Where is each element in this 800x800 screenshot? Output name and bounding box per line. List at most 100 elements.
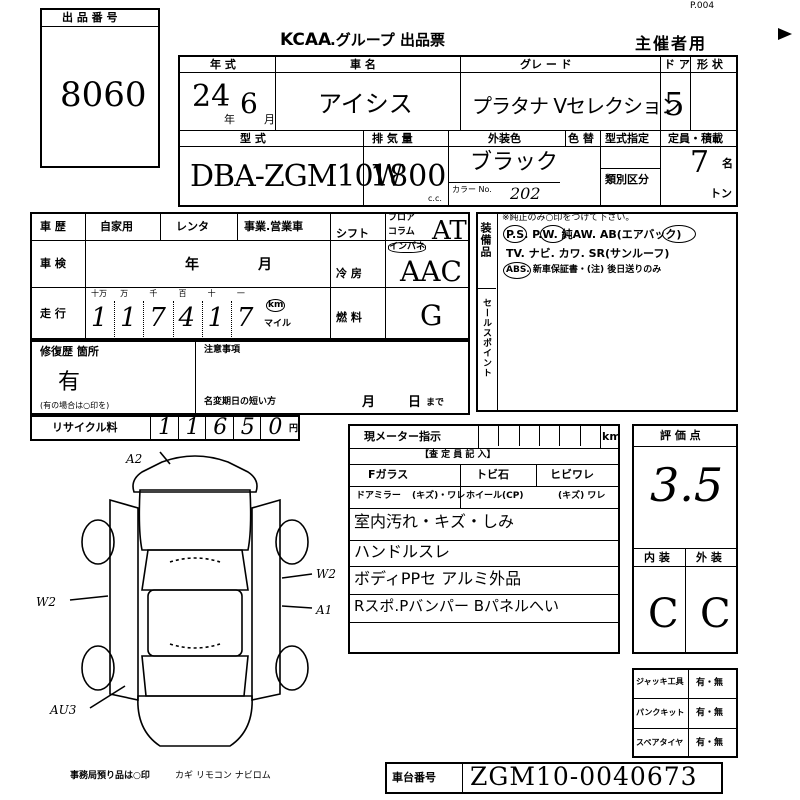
shift-value: AT — [432, 216, 467, 246]
grade-header: グレ ー ド — [520, 58, 572, 71]
sales-point-label: セールスポイント — [481, 298, 491, 378]
wheel-label: ホイール(CP) — [466, 491, 524, 501]
notes-label: 注意事項 — [204, 345, 241, 355]
month-suffix: 月 — [264, 113, 275, 126]
displacement-header: 排 気 量 — [372, 132, 413, 145]
chassis-number-box — [385, 762, 723, 794]
recycle-digit-3: 5 — [240, 415, 255, 440]
shift-column: コラム — [388, 227, 415, 237]
mileage-unit-4: 十 — [207, 289, 216, 298]
mark-w2-right: W2 — [316, 567, 336, 581]
inspector-header: 【査 定 員 記 入】 — [420, 450, 496, 460]
mileage-unit-5: 一 — [236, 289, 245, 298]
interior-grade: C — [648, 591, 679, 637]
doors-header: ド ア — [664, 58, 690, 71]
page-number: P.004 — [690, 1, 715, 11]
lot-number-box — [40, 8, 160, 168]
mark-a2: A2 — [126, 452, 143, 466]
jack-label: ジャッキ工具 — [636, 677, 684, 686]
form-title-brand: KCAA — [280, 30, 332, 50]
repair-note: (有の場合は○印を) — [40, 401, 110, 410]
color-code-label: カラー No. — [452, 185, 492, 194]
tools-table — [632, 668, 738, 758]
km-unit: km — [266, 299, 286, 312]
mileage-unit-2: 千 — [149, 289, 158, 298]
displacement-value: 1800 — [370, 159, 447, 194]
jack-options: 有・無 — [696, 678, 724, 688]
fuel-label: 燃 料 — [336, 311, 362, 324]
meter-label: 現メーター指示 — [364, 430, 441, 443]
mileage-label: 走 行 — [40, 307, 66, 320]
mileage-unit-1: 万 — [120, 289, 129, 298]
capacity-value: 7 — [690, 145, 710, 180]
name-change-day: 日 — [408, 395, 422, 410]
shift-floor: フロア — [388, 213, 416, 223]
office-items: カギ リモコン ナビロム — [175, 771, 271, 781]
door-mirror-options: (キズ)・ワレ — [412, 491, 466, 501]
name-change-month: 月 — [362, 395, 376, 410]
equipment-line-2: TV. ナビ. カワ. SR(サンルーフ) — [506, 247, 670, 260]
inspection-month: 月 — [258, 257, 272, 273]
year-suffix: 年 — [224, 113, 235, 126]
usage-private: 自家用 — [100, 220, 133, 233]
grade-value: プラタナ Vセレクション — [472, 94, 681, 118]
aircon-label: 冷 房 — [336, 267, 362, 280]
mileage-digit-5: 7 — [236, 303, 254, 333]
capacity-unit: 名 — [722, 157, 733, 170]
history-table — [30, 212, 470, 340]
mileage-digit-1: 1 — [120, 303, 137, 333]
month-value: 6 — [240, 87, 258, 120]
inspection-label: 車 検 — [40, 257, 66, 270]
car-name-value: アイシス — [318, 90, 413, 118]
score-value: 3.5 — [650, 458, 724, 512]
mile-unit: マイル — [264, 319, 292, 329]
name-change-until: まで — [426, 398, 445, 408]
mileage-digit-2: 7 — [149, 303, 166, 333]
remark-4: Rスポ.Pバンパー Bパネルへい — [354, 597, 560, 615]
recycle-digit-4: 0 — [268, 415, 283, 440]
inspection-year: 年 — [185, 257, 199, 273]
vehicle-info-table — [178, 55, 738, 207]
mark-a1: A1 — [316, 603, 333, 617]
year-header: 年 式 — [210, 58, 236, 71]
wheel-options: (キズ) ワレ — [558, 491, 606, 501]
mileage-digit-4: 1 — [207, 303, 225, 333]
chassis-number: ZGM10-0040673 — [470, 762, 698, 791]
shift-inpane: インパネ — [388, 242, 427, 253]
inspector-table — [348, 424, 620, 654]
score-label: 評 価 点 — [660, 429, 701, 442]
repair-notes-table — [30, 340, 470, 415]
mark-au3: AU3 — [50, 703, 77, 717]
recycle-fee — [30, 415, 300, 441]
color-code-value: 202 — [510, 184, 541, 203]
puncture-kit-options: 有・無 — [696, 708, 724, 718]
equipment-table — [476, 212, 738, 412]
mileage-digit-3: 4 — [178, 303, 196, 333]
chassis-label: 車台番号 — [392, 771, 436, 784]
capacity-header: 定員・積載 — [668, 132, 723, 145]
recycle-digit-2: 6 — [213, 415, 228, 440]
mileage-digit-0: 1 — [91, 303, 108, 333]
designated-header: 型式指定 — [605, 132, 649, 145]
mark-w2-left: W2 — [36, 595, 56, 609]
cc-unit: c.c. — [428, 194, 442, 203]
exterior-label: 外 装 — [696, 551, 722, 564]
repair-value: 有 — [58, 370, 81, 395]
organizer-label: 主催者用 — [635, 34, 708, 53]
usage-rental: レンタ — [176, 220, 209, 233]
door-mirror-label: ドアミラー — [356, 491, 401, 501]
corner-mark — [778, 28, 792, 40]
interior-label: 内 装 — [644, 551, 670, 564]
spare-tire-label: スペアタイヤ — [636, 738, 684, 747]
mileage-unit-3: 百 — [178, 289, 187, 298]
fuel-value: G — [420, 299, 443, 332]
year-value: 24 — [192, 79, 231, 114]
name-change-label: 名変期日の短い方 — [204, 397, 277, 407]
exterior-grade: C — [700, 591, 731, 637]
recycle-label: リサイクル料 — [52, 421, 118, 434]
equipment-circle-abs — [503, 262, 531, 279]
remark-2: ハンドルスレ — [354, 542, 451, 561]
office-items-label: 事務局預り品は○印 — [70, 771, 150, 781]
